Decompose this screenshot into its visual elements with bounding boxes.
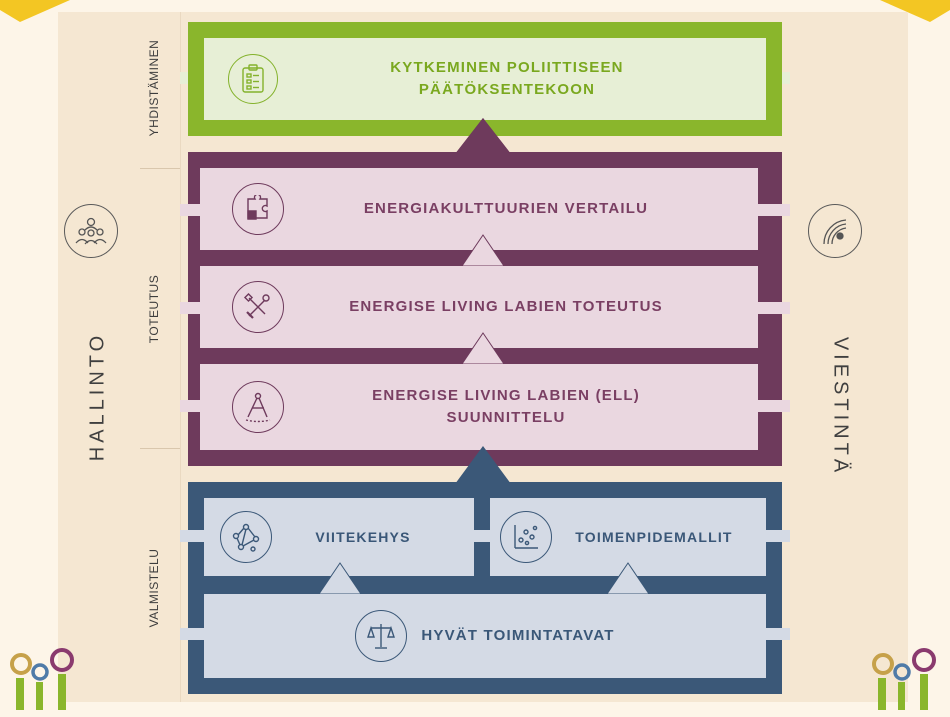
puzzle-icon: [232, 183, 284, 235]
comparison-box: ENERGIAKULTTUURIEN VERTAILU: [200, 168, 758, 250]
tools-icon: [232, 281, 284, 333]
compass-icon: [232, 381, 284, 433]
connector-tab: [766, 530, 790, 542]
models-label: TOIMENPIDEMALLIT: [575, 529, 733, 545]
practices-box: HYVÄT TOIMINTATAVAT: [204, 594, 766, 678]
connector-tab: [180, 628, 204, 640]
connector-tab: [766, 628, 790, 640]
connector-tab: [180, 72, 188, 84]
phase-text: VALMISTELU: [147, 548, 161, 628]
phase-label-yhdistaminen: YHDISTÄMINEN: [144, 8, 164, 168]
connector-tab: [782, 72, 790, 84]
arrow-up-outline: [606, 562, 650, 594]
phase-label-valmistelu: VALMISTELU: [144, 528, 164, 648]
scatter-plot-icon: [500, 511, 552, 563]
phase-divider: [140, 448, 180, 449]
implementation-box: ENERGISE LIVING LABIEN TOTEUTUS: [200, 266, 758, 348]
phase-label-toteutus: TOTEUTUS: [144, 249, 164, 369]
implementation-label: ENERGISE LIVING LABIEN TOTEUTUS: [349, 298, 663, 315]
design-box: ENERGISE LIVING LABIEN (ELL) SUUNNITTELU: [200, 364, 758, 450]
phase-band: [140, 12, 181, 702]
connector-tab: [180, 530, 204, 542]
arrow-up-outline: [461, 234, 505, 266]
scales-icon: [355, 610, 408, 662]
phase-text: TOTEUTUS: [147, 274, 161, 344]
framework-box: VIITEKEHYS: [204, 498, 474, 576]
corner-ribbon-right: [870, 0, 950, 29]
corner-ribbon-left: [0, 0, 80, 29]
connector-tab: [474, 530, 490, 542]
connector-tab: [758, 302, 790, 314]
clipboard-checklist-icon: [228, 54, 278, 104]
arrow-up: [455, 446, 511, 484]
connector-tab: [180, 400, 200, 412]
arrow-up-outline: [461, 332, 505, 364]
phase-text: YHDISTÄMINEN: [147, 39, 161, 137]
connector-tab: [758, 400, 790, 412]
comparison-label: ENERGIAKULTTUURIEN VERTAILU: [363, 200, 649, 217]
governance-label: HALLINTO: [86, 331, 109, 462]
people-group-icon: [64, 204, 118, 258]
framework-label: VIITEKEHYS: [315, 529, 411, 545]
connector-tab: [180, 204, 200, 216]
communication-label: VIESTINTÄ: [829, 336, 852, 477]
connector-tab: [758, 204, 790, 216]
logo-decoration-right: [866, 648, 946, 717]
policy-label: KYTKEMINEN POLIITTISEEN PÄÄTÖKSENTEKOON: [390, 59, 624, 98]
arrow-up: [455, 118, 511, 154]
connector-tab: [180, 302, 200, 314]
logo-decoration-left: [4, 648, 84, 717]
broadcast-icon: [808, 204, 862, 258]
practices-label: HYVÄT TOIMINTATAVAT: [421, 627, 615, 644]
arrow-up-outline: [318, 562, 362, 594]
design-label: ENERGISE LIVING LABIEN (ELL) SUUNNITTELU: [372, 387, 640, 426]
network-icon: [220, 511, 272, 563]
phase-divider: [140, 168, 180, 169]
policy-box: KYTKEMINEN POLIITTISEEN PÄÄTÖKSENTEKOON: [204, 38, 766, 120]
